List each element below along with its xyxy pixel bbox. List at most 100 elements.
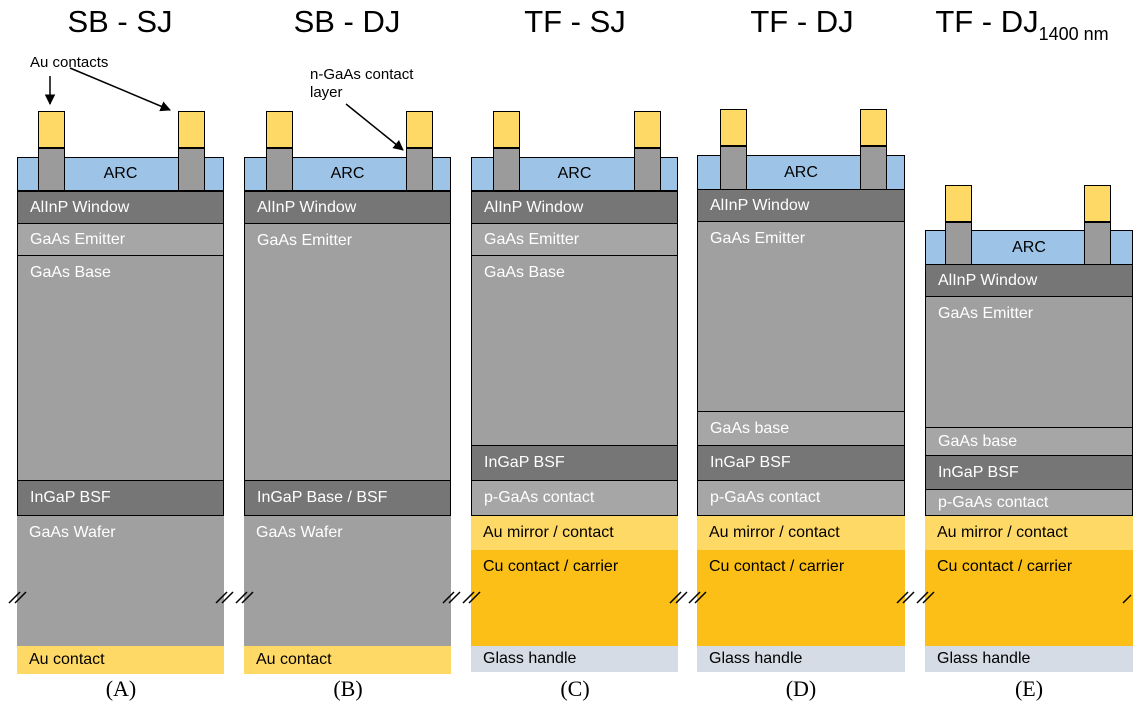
front-contact-left-au xyxy=(266,111,293,148)
bsf-label: InGaP BSF xyxy=(484,454,565,471)
arc-label: ARC xyxy=(103,165,138,182)
emitter-layer: GaAs Emitter xyxy=(244,223,451,481)
panel-a-caption: (A) xyxy=(105,676,137,701)
bsf-layer: InGaP BSF xyxy=(697,445,905,481)
base-layer: GaAs base xyxy=(925,427,1133,456)
front-contact-right-au xyxy=(406,111,433,148)
n-gaas-contact-annotation: n-GaAs contact layer xyxy=(310,66,414,101)
p-contact-layer: p-GaAs contact xyxy=(697,480,905,516)
au-mirror-label: Au mirror / contact xyxy=(937,524,1068,541)
emitter-label: GaAs Emitter xyxy=(30,230,126,248)
bsf-layer: InGaP Base / BSF xyxy=(244,480,451,516)
bsf-label: InGaP Base / BSF xyxy=(257,489,388,506)
window-layer: AlInP Window xyxy=(471,191,678,224)
window-label: AlInP Window xyxy=(484,198,584,216)
au-contact-label: Au contact xyxy=(256,651,332,668)
glass-handle-label: Glass handle xyxy=(483,650,577,667)
window-label: AlInP Window xyxy=(30,198,130,216)
au-contact-layer: Au contact xyxy=(17,646,224,674)
front-contact-right xyxy=(178,148,205,191)
wafer-label: GaAs Wafer xyxy=(29,524,116,541)
base-label: GaAs Base xyxy=(30,264,111,281)
arc-label: ARC xyxy=(557,165,592,182)
emitter-layer: GaAs Emitter xyxy=(697,221,905,412)
bsf-layer: InGaP BSF xyxy=(925,455,1133,490)
wafer-layer: GaAs Wafer xyxy=(244,516,451,646)
p-contact-label: p-GaAs contact xyxy=(710,489,821,506)
au-contacts-annotation: Au contacts xyxy=(30,54,109,71)
glass-handle-layer: Glass handle xyxy=(697,646,905,672)
au-mirror-layer: Au mirror / contact xyxy=(925,516,1133,550)
base-layer: GaAs Base xyxy=(17,255,224,481)
break-marks xyxy=(8,591,1132,604)
bsf-label: InGaP BSF xyxy=(710,454,791,471)
bsf-layer: InGaP BSF xyxy=(17,480,224,516)
front-contact-left xyxy=(266,148,293,191)
panel-a-title: SB - SJ xyxy=(67,4,173,39)
front-contact-right-au xyxy=(860,109,887,146)
front-contact-left-au xyxy=(945,185,972,222)
base-label: GaAs base xyxy=(938,432,1018,450)
au-mirror-layer: Au mirror / contact xyxy=(697,516,905,550)
glass-handle-label: Glass handle xyxy=(709,650,803,667)
glass-handle-layer: Glass handle xyxy=(925,646,1133,672)
cu-carrier-layer: Cu contact / carrier xyxy=(925,550,1133,646)
emitter-label: GaAs Emitter xyxy=(710,230,806,247)
p-contact-layer: p-GaAs contact xyxy=(925,489,1133,516)
panel-e-title-main: TF - DJ xyxy=(935,4,1039,39)
window-label: AlInP Window xyxy=(938,271,1038,289)
au-contact-label: Au contact xyxy=(29,651,105,668)
panel-c-caption: (C) xyxy=(560,676,590,701)
front-contact-left xyxy=(493,148,520,191)
panel-d-caption: (D) xyxy=(785,676,817,701)
front-contact-right-au xyxy=(178,111,205,148)
front-contact-right-au xyxy=(1084,185,1111,222)
emitter-label: GaAs Emitter xyxy=(257,232,353,249)
arc-label: ARC xyxy=(1012,238,1046,256)
panel-d-title: TF - DJ xyxy=(750,4,854,39)
panel-e-title: TF - DJ1400 nm xyxy=(912,2,1132,44)
front-contact-left-au xyxy=(720,109,747,146)
n-gaas-contact-arrow xyxy=(345,103,404,151)
panel-b-caption: (B) xyxy=(333,676,363,701)
emitter-label: GaAs Emitter xyxy=(938,305,1034,322)
front-contact-left xyxy=(720,146,747,190)
window-label: AlInP Window xyxy=(257,198,357,216)
cu-carrier-layer: Cu contact / carrier xyxy=(471,550,678,646)
au-mirror-label: Au mirror / contact xyxy=(483,524,614,541)
glass-handle-label: Glass handle xyxy=(937,650,1031,667)
panel-c-title: TF - SJ xyxy=(524,4,626,39)
emitter-label: GaAs Emitter xyxy=(484,230,580,248)
panel-b-title: SB - DJ xyxy=(293,4,401,39)
bsf-label: InGaP BSF xyxy=(938,463,1019,481)
panel-e-title-sub: 1400 nm xyxy=(1038,24,1109,44)
front-contact-right xyxy=(634,148,661,191)
front-contact-right xyxy=(1084,222,1111,265)
bsf-layer: InGaP BSF xyxy=(471,445,678,481)
emitter-layer: GaAs Emitter xyxy=(925,296,1133,428)
p-contact-label: p-GaAs contact xyxy=(484,489,595,506)
front-contact-left xyxy=(38,148,65,191)
au-contacts-arrow-right xyxy=(69,67,171,112)
bsf-label: InGaP BSF xyxy=(30,489,111,506)
arc-label: ARC xyxy=(784,163,818,181)
cu-carrier-layer: Cu contact / carrier xyxy=(697,550,905,646)
front-contact-left-au xyxy=(38,111,65,148)
au-mirror-layer: Au mirror / contact xyxy=(471,516,678,550)
glass-handle-layer: Glass handle xyxy=(471,646,678,672)
au-contact-layer: Au contact xyxy=(244,646,451,674)
window-label: AlInP Window xyxy=(710,196,810,214)
front-contact-left xyxy=(945,222,972,265)
base-label: GaAs Base xyxy=(484,264,565,281)
arc-label: ARC xyxy=(330,165,365,182)
panel-e-caption: (E) xyxy=(1014,676,1044,701)
front-contact-left-au xyxy=(493,111,520,148)
emitter-layer: GaAs Emitter xyxy=(471,223,678,256)
emitter-layer: GaAs Emitter xyxy=(17,223,224,256)
window-layer: AlInP Window xyxy=(17,191,224,224)
front-contact-right xyxy=(406,148,433,191)
wafer-layer: GaAs Wafer xyxy=(17,516,224,646)
wafer-label: GaAs Wafer xyxy=(256,524,343,541)
cu-carrier-label: Cu contact / carrier xyxy=(937,558,1073,575)
